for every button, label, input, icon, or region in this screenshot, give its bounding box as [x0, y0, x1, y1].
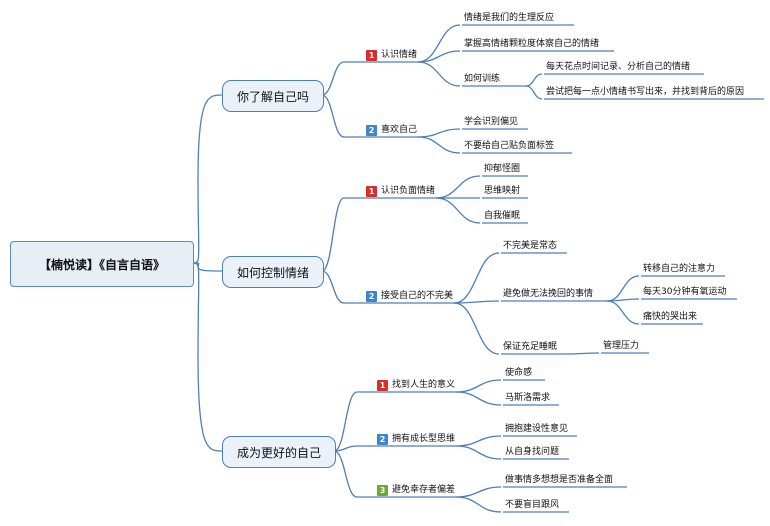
- item-link-1-2-2: [417, 136, 461, 154]
- leaf-2-2-3-1[interactable]: 管理压力: [603, 341, 640, 351]
- main-2-sub-link-1: [321, 197, 364, 272]
- item-2-2-2[interactable]: 避免做无法挽回的事情: [503, 289, 594, 299]
- subtopic-1-2[interactable]: 2 喜欢自己: [366, 124, 417, 136]
- leaf-link-1-1-3-2: [525, 85, 543, 100]
- leaf-1-1-3-2[interactable]: 尝试把每一点小情绪书写出来，并找到背后的原因: [546, 87, 745, 97]
- main-topic-1[interactable]: 你了解自己吗: [222, 80, 324, 112]
- subtopic-label: 拥有成长型思维: [392, 434, 456, 444]
- item-3-2-2[interactable]: 从自身找问题: [505, 447, 560, 457]
- priority-badge: 1: [377, 379, 388, 391]
- item-3-3-2[interactable]: 不要盲目跟风: [505, 500, 560, 510]
- main-3-sub-link-3: [333, 450, 375, 498]
- subtopic-3-3[interactable]: 3 避免幸存者偏差: [377, 484, 455, 496]
- item-1-2-1[interactable]: 学会识别偏见: [464, 117, 519, 127]
- item-2-1-3[interactable]: 自我催眠: [484, 211, 521, 221]
- subtopic-1-1[interactable]: 1 认识情绪: [366, 49, 417, 61]
- leaf-link-2-2-2-3: [606, 300, 640, 325]
- item-link-3-2-2: [455, 445, 502, 460]
- item-link-1-1-3: [417, 61, 461, 87]
- subtopic-label: 认识情绪: [381, 50, 418, 60]
- item-3-1-2[interactable]: 马斯洛需求: [505, 393, 551, 403]
- root-link-1: [191, 94, 223, 264]
- main-3-sub-link-1: [333, 391, 375, 452]
- item-2-2-3[interactable]: 保证充足睡眠: [503, 342, 558, 352]
- item-link-3-3-1: [455, 486, 502, 498]
- item-2-1-1[interactable]: 抑郁怪圈: [484, 164, 521, 174]
- main-1-sub-link-2: [321, 94, 364, 138]
- item-link-2-2-1: [453, 252, 500, 304]
- main-3-sub-link-2: [333, 445, 375, 452]
- item-link-3-2-1: [455, 435, 502, 447]
- item-3-2-1[interactable]: 拥抱建设性意见: [505, 424, 569, 434]
- item-3-3-1[interactable]: 做事情多想想是否准备全面: [505, 475, 614, 485]
- item-link-2-1-1: [435, 175, 481, 199]
- priority-badge: 3: [377, 484, 388, 496]
- priority-badge: 2: [366, 290, 377, 302]
- item-link-1-2-1: [417, 128, 461, 138]
- priority-badge: 2: [366, 124, 377, 136]
- priority-badge: 1: [366, 185, 377, 197]
- leaf-2-2-2-2[interactable]: 每天30分钟有氧运动: [643, 287, 727, 297]
- subtopic-label: 喜欢自己: [381, 125, 418, 135]
- subtopic-2-2[interactable]: 2 接受自己的不完美: [366, 290, 453, 302]
- item-link-3-3-2: [455, 496, 502, 513]
- item-1-2-2[interactable]: 不要给自己贴负面标签: [464, 141, 555, 151]
- item-link-1-1-2: [417, 50, 461, 63]
- main-topic-2[interactable]: 如何控制情绪: [222, 256, 324, 288]
- subtopic-2-1[interactable]: 1 认识负面情绪: [366, 185, 435, 197]
- item-link-3-1-2: [455, 391, 502, 406]
- item-link-3-1-1: [455, 379, 502, 393]
- item-1-1-3[interactable]: 如何训练: [464, 74, 501, 84]
- subtopic-3-2[interactable]: 2 拥有成长型思维: [377, 433, 455, 445]
- main-topic-3[interactable]: 成为更好的自己: [222, 436, 336, 468]
- priority-badge: 2: [377, 433, 388, 445]
- priority-badge: 1: [366, 49, 377, 61]
- item-link-2-2-2: [453, 300, 500, 304]
- leaf-link-1-1-3-1: [525, 73, 543, 87]
- item-1-1-1[interactable]: 情绪是我们的生理反应: [464, 13, 555, 23]
- main-2-sub-link-2: [321, 270, 364, 304]
- subtopic-3-1[interactable]: 1 找到人生的意义: [377, 379, 455, 391]
- item-2-1-2[interactable]: 思维映射: [484, 186, 521, 196]
- leaf-2-2-2-1[interactable]: 转移自己的注意力: [643, 264, 716, 274]
- subtopic-label: 认识负面情绪: [381, 186, 436, 196]
- item-1-1-2[interactable]: 掌握高情绪颗粒度体察自己的情绪: [464, 39, 600, 49]
- item-link-2-2-3: [453, 302, 500, 355]
- leaf-1-1-3-1[interactable]: 每天花点时间记录、分析自己的情绪: [546, 62, 691, 72]
- leaf-link-2-2-3-1: [566, 352, 600, 355]
- leaf-2-2-2-3[interactable]: 痛快的哭出来: [643, 312, 698, 322]
- item-2-2-1[interactable]: 不完美是常态: [503, 241, 558, 251]
- item-link-2-1-3: [435, 197, 481, 224]
- root-link-3: [191, 262, 223, 452]
- subtopic-label: 接受自己的不完美: [381, 291, 454, 301]
- item-link-1-1-1: [417, 24, 461, 63]
- subtopic-label: 找到人生的意义: [392, 380, 456, 390]
- main-1-sub-link-1: [321, 61, 364, 96]
- root-topic[interactable]: 【楠悦读】《自言自语》: [10, 241, 194, 287]
- subtopic-label: 避免幸存者偏差: [392, 485, 456, 495]
- leaf-link-2-2-2-1: [606, 275, 640, 302]
- item-3-1-1[interactable]: 使命感: [505, 368, 533, 378]
